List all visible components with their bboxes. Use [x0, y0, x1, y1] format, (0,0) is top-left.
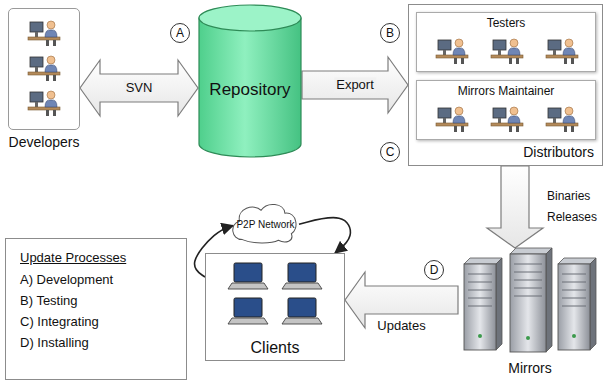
connector-label: SVN	[124, 81, 155, 96]
person-at-desk-icon	[546, 39, 578, 64]
callout-letter: D	[424, 260, 444, 280]
connector-label: Export	[334, 78, 376, 93]
connector	[194, 226, 233, 277]
callout-letter: A	[170, 23, 190, 43]
node-title: Developers	[9, 134, 80, 151]
person-at-desk-icon	[546, 107, 578, 132]
server-icon	[510, 248, 552, 352]
person-at-desk-icon	[436, 39, 468, 64]
list-item: C) Integrating	[20, 311, 172, 332]
person-at-desk-icon	[491, 107, 523, 132]
server-icon	[558, 258, 596, 350]
connector	[80, 60, 198, 116]
connector	[299, 218, 350, 253]
node-title: P2P Network	[228, 219, 303, 231]
node-title: Mirrors Maintainer	[417, 84, 595, 98]
actor-group: Developers	[8, 8, 80, 130]
connector-label: Updates	[377, 319, 425, 334]
callout-letter: B	[380, 23, 400, 43]
node-title: Update Processes	[20, 247, 172, 268]
server-group: Mirrors	[458, 248, 602, 380]
person-at-desk-icon	[28, 91, 60, 116]
repository-cylinder: Repository	[198, 4, 302, 158]
distributors-box: Distributors TestersMirrors Maintainer	[408, 4, 603, 166]
node-title: Mirrors	[458, 360, 602, 377]
list-item: B) Testing	[20, 290, 172, 311]
person-at-desk-icon	[491, 39, 523, 64]
callout-letter: C	[380, 142, 400, 162]
node-title: Repository	[198, 80, 302, 100]
person-at-desk-icon	[28, 56, 60, 81]
list-item: A) Development	[20, 269, 172, 290]
laptop-icon	[228, 298, 268, 324]
process-list: Update ProcessesA) DevelopmentB) Testing…	[5, 238, 187, 380]
team-box: Testers	[416, 12, 596, 72]
node-title: Testers	[417, 16, 595, 30]
node-title: Clients	[206, 338, 344, 357]
node-title: Distributors	[523, 144, 594, 161]
team-box: Mirrors Maintainer	[416, 80, 596, 140]
connector	[487, 166, 543, 248]
clients-box: Clients	[205, 253, 345, 361]
connector	[302, 57, 408, 113]
person-at-desk-icon	[28, 21, 60, 46]
person-at-desk-icon	[436, 107, 468, 132]
network-cloud: P2P Network	[228, 200, 303, 244]
list-item: D) Installing	[20, 332, 172, 353]
connector-label: Binaries Releases	[547, 186, 605, 228]
laptop-icon	[228, 263, 268, 289]
server-icon	[464, 258, 502, 350]
laptop-icon	[282, 263, 322, 289]
laptop-icon	[282, 298, 322, 324]
